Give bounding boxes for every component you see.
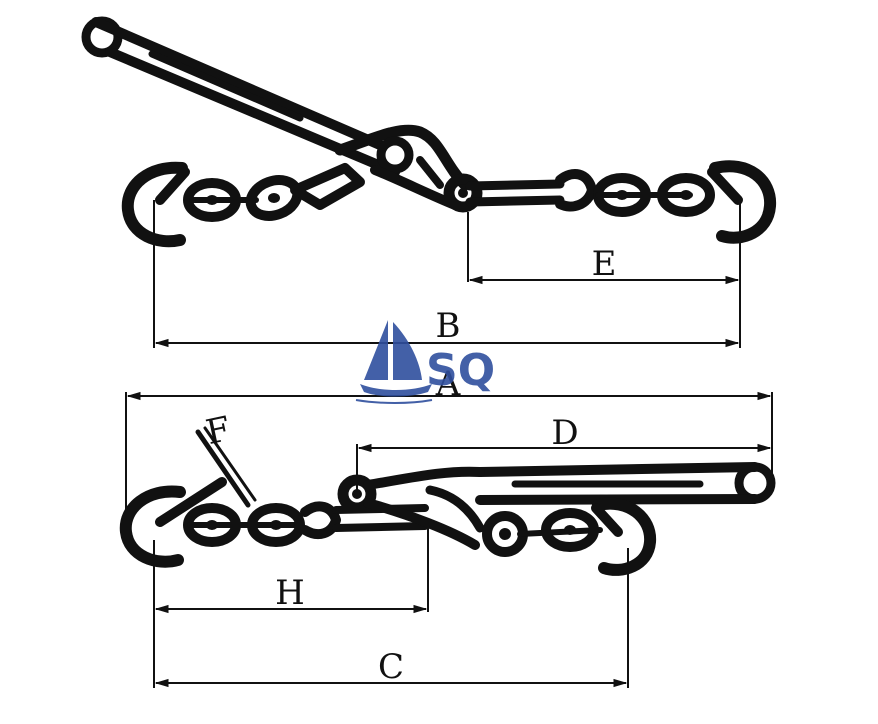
dimension-label-a: A <box>435 364 461 404</box>
binder-top <box>81 16 777 248</box>
left-swivel-top <box>290 163 365 210</box>
dimension-label-d: D <box>551 413 578 453</box>
right-bar-top <box>465 169 597 212</box>
watermark-text: SQ <box>426 345 495 396</box>
binder-body-top <box>334 124 483 213</box>
dimension-label-c: C <box>378 647 404 687</box>
sailboat-icon <box>355 320 433 404</box>
watermark-logo: SQ <box>355 320 495 404</box>
left-hook-bottom <box>119 426 257 568</box>
left-chain-bottom <box>183 503 305 547</box>
dimension-label-e: E <box>592 244 617 284</box>
dimension-label-h: H <box>275 573 305 613</box>
lever-handle-bottom <box>475 462 776 505</box>
dimension-lines-top <box>153 200 741 348</box>
right-hook-top <box>707 160 777 244</box>
left-hook-top <box>121 161 190 248</box>
right-chain-bottom <box>517 508 603 552</box>
left-chain-top <box>183 175 303 222</box>
dimension-label-b: B <box>436 306 461 346</box>
dimension-lines-bottom <box>125 391 773 688</box>
right-hook-bottom <box>591 497 657 576</box>
right-chain-top <box>593 173 715 217</box>
